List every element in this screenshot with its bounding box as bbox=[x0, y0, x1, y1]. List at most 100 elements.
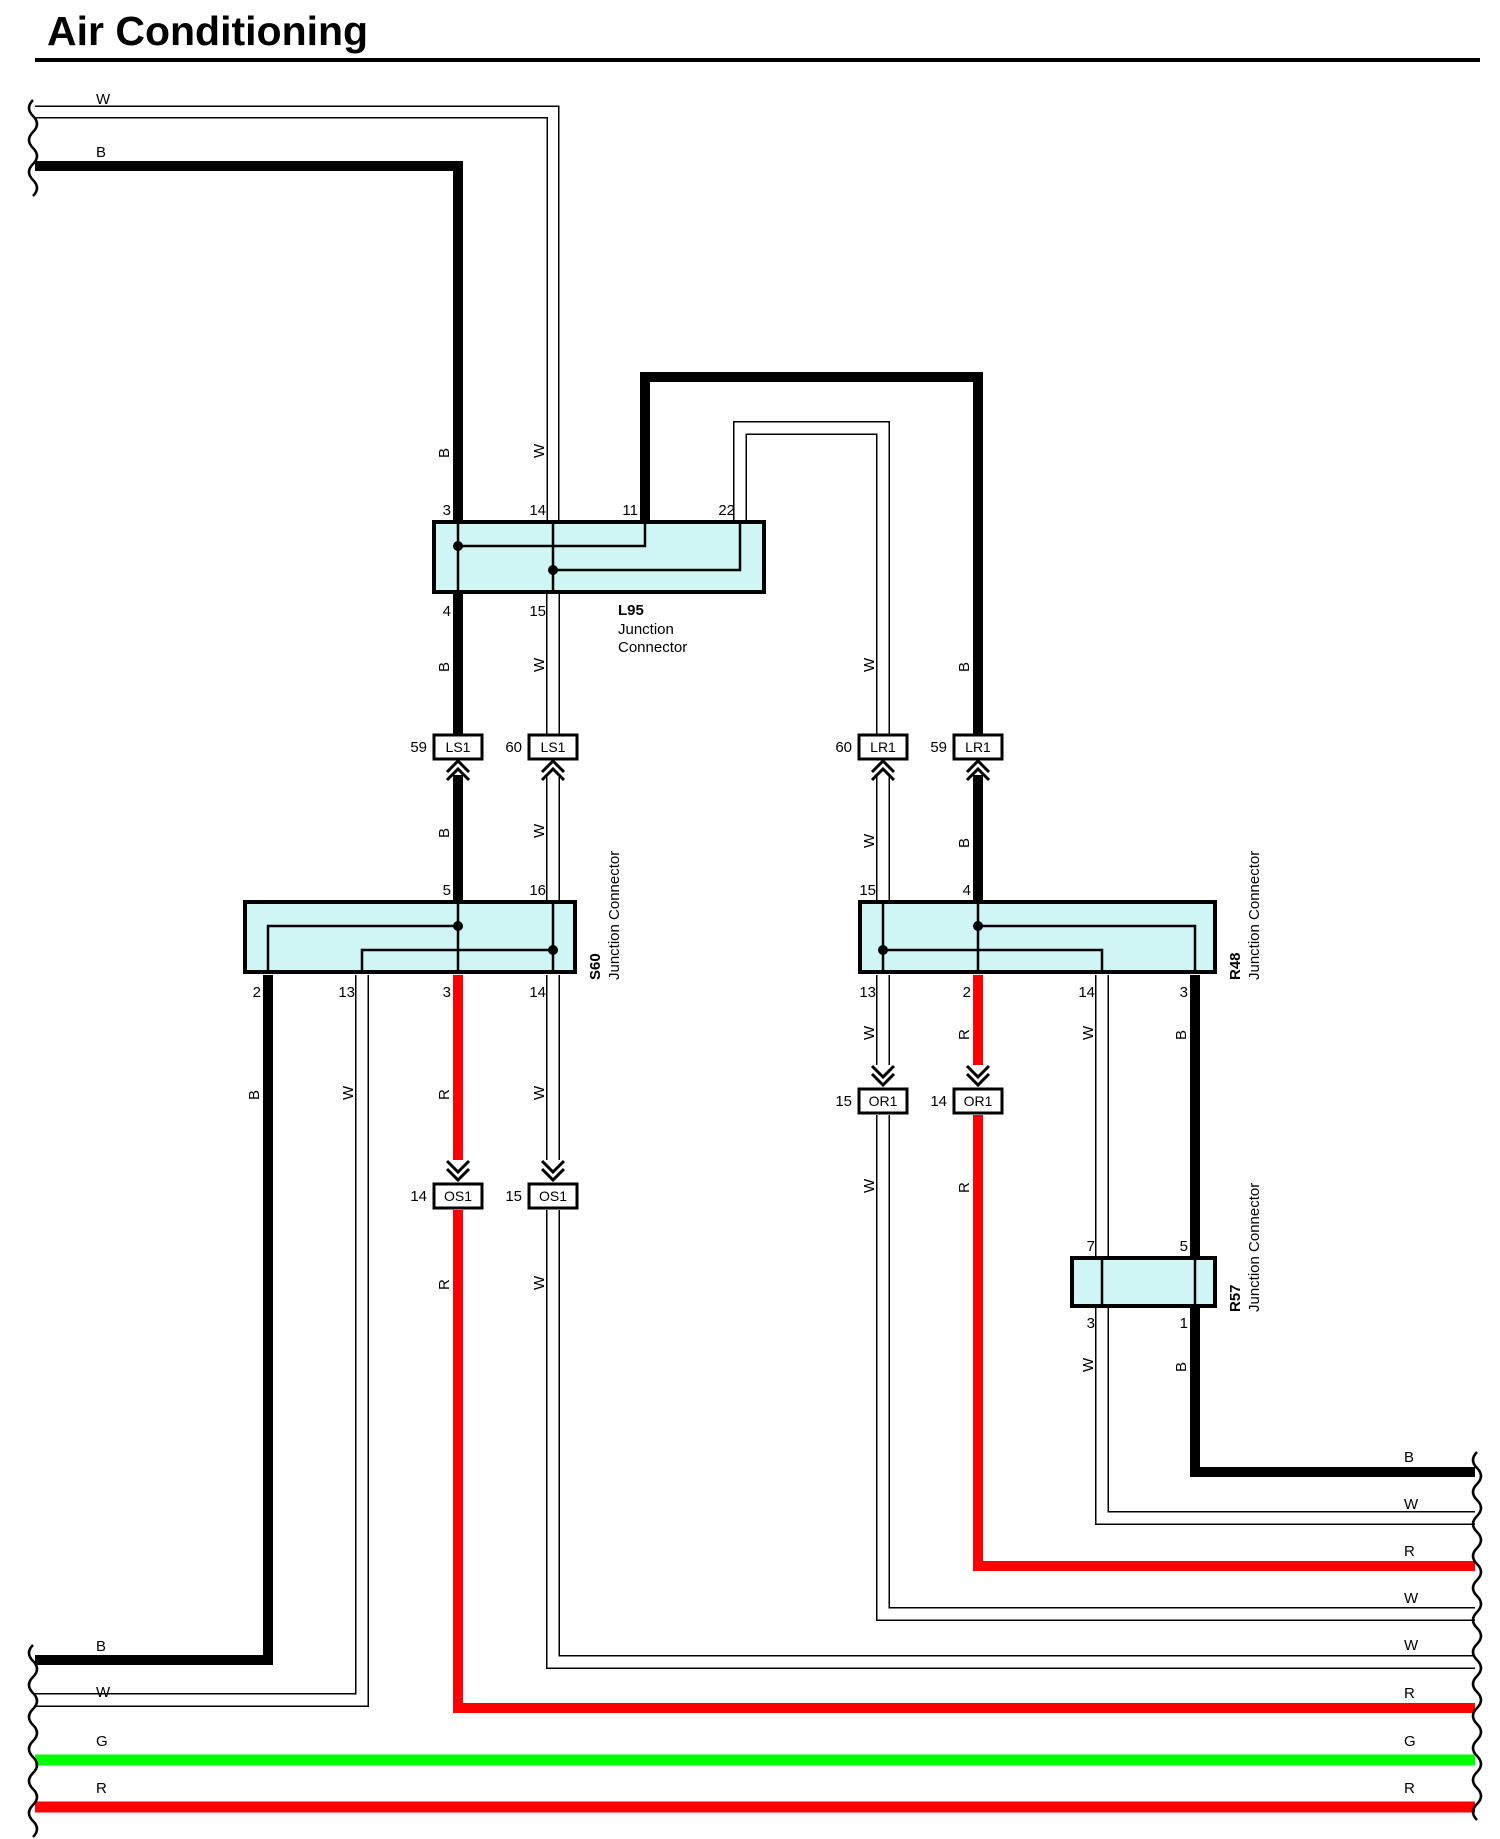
wire-color-label: W bbox=[1404, 1637, 1419, 1654]
wire-color-label: R bbox=[956, 1029, 973, 1040]
junction-connector-names: L95 Junction Connector S60 Junction Conn… bbox=[587, 602, 1263, 1312]
pin-label: 4 bbox=[443, 603, 451, 620]
wires bbox=[35, 105, 1475, 1813]
inline-connector-os1-15 bbox=[527, 1159, 579, 1210]
inline-connectors bbox=[432, 733, 1004, 1210]
wire-color-label: W bbox=[1080, 1025, 1097, 1040]
edge-wire-labels: W B B W G R B W R W W R G R bbox=[96, 91, 1419, 1797]
wire-b-l95-11 bbox=[640, 372, 983, 745]
wire-color-label: B bbox=[1404, 1449, 1414, 1466]
inline-connector-labels: LS1 59 LS1 60 LR1 60 LR1 59 OR1 15 OR1 1… bbox=[410, 739, 992, 1205]
pin-label: 60 bbox=[505, 739, 522, 756]
page-title: Air Conditioning bbox=[47, 8, 369, 54]
wire-color-label: W bbox=[1404, 1496, 1419, 1513]
wire-b-s60-2 bbox=[35, 975, 273, 1665]
pin-label: 60 bbox=[835, 739, 852, 756]
wire-color-label: W bbox=[861, 657, 878, 672]
pin-label: 1 bbox=[1180, 1315, 1188, 1332]
break-mark-left-top bbox=[27, 99, 39, 197]
inline-connector-id: LR1 bbox=[870, 739, 896, 755]
pin-label: 13 bbox=[338, 984, 355, 1001]
pin-label: 5 bbox=[1180, 1238, 1188, 1255]
pin-label: 22 bbox=[718, 502, 735, 519]
pin-label: 15 bbox=[835, 1093, 852, 1110]
wire-color-label: R bbox=[96, 1780, 107, 1797]
pin-label: 15 bbox=[505, 1188, 522, 1205]
pin-label: 14 bbox=[930, 1093, 947, 1110]
pin-label: 3 bbox=[1087, 1315, 1095, 1332]
wire-color-label: B bbox=[436, 828, 453, 838]
pin-label: 15 bbox=[529, 603, 546, 620]
junction-connector-r48 bbox=[858, 900, 1217, 974]
inline-connector-id: OS1 bbox=[539, 1188, 567, 1204]
connector-desc-r57: Junction Connector bbox=[1246, 1183, 1263, 1312]
wire-color-label: B bbox=[956, 838, 973, 848]
pin-label: 7 bbox=[1087, 1238, 1095, 1255]
wire-color-label: R bbox=[956, 1182, 973, 1193]
break-mark-right bbox=[1471, 1451, 1483, 1821]
pin-label: 5 bbox=[443, 882, 451, 899]
inline-connector-os1-14 bbox=[432, 1159, 484, 1210]
connector-name-s60: S60 bbox=[587, 953, 604, 980]
pin-label: 59 bbox=[410, 739, 427, 756]
connector-name-r48: R48 bbox=[1227, 952, 1244, 980]
wire-w-top bbox=[35, 105, 560, 520]
wire-color-label: W bbox=[861, 1178, 878, 1193]
wire-color-label: G bbox=[96, 1733, 108, 1750]
connector-name-l95: L95 bbox=[618, 602, 644, 619]
pin-label: 3 bbox=[443, 984, 451, 1001]
wire-color-label: B bbox=[1173, 1362, 1190, 1372]
wire-color-label: R bbox=[1404, 1685, 1415, 1702]
break-mark-left-bottom bbox=[27, 1644, 39, 1838]
pin-label: 2 bbox=[253, 984, 261, 1001]
junction-connector-r57 bbox=[1070, 1256, 1217, 1308]
inline-connector-ls1-60 bbox=[527, 733, 579, 782]
wire-color-label: R bbox=[436, 1279, 453, 1290]
inline-connector-ls1-59 bbox=[432, 733, 484, 782]
vertical-wire-labels: B W B W B W W B W B B W R W W R W B W R … bbox=[246, 443, 1190, 1372]
junction-pin-labels: 3 14 11 22 4 15 5 16 2 13 3 14 15 4 13 2… bbox=[253, 502, 1188, 1332]
wire-color-label: G bbox=[1404, 1733, 1416, 1750]
pin-label: 3 bbox=[1180, 984, 1188, 1001]
connector-desc-l95: Connector bbox=[618, 639, 687, 656]
pin-label: 59 bbox=[930, 739, 947, 756]
wire-w-l95-22 bbox=[733, 421, 890, 745]
wire-b-top bbox=[35, 161, 463, 520]
wire-color-label: B bbox=[96, 1638, 106, 1655]
wire-r-os1-14 bbox=[453, 1210, 1475, 1713]
pin-label: 11 bbox=[622, 502, 638, 519]
inline-connector-id: OR1 bbox=[964, 1093, 993, 1109]
pin-label: 14 bbox=[410, 1188, 427, 1205]
wire-color-label: W bbox=[861, 1025, 878, 1040]
wire-color-label: W bbox=[531, 1275, 548, 1290]
pin-label: 14 bbox=[1078, 984, 1095, 1001]
wire-color-label: W bbox=[531, 1085, 548, 1100]
wire-color-label: B bbox=[436, 448, 453, 458]
inline-connector-id: OR1 bbox=[869, 1093, 898, 1109]
inline-connector-id: LS1 bbox=[541, 739, 566, 755]
wire-color-label: B bbox=[956, 662, 973, 672]
wire-color-label: W bbox=[531, 657, 548, 672]
connector-desc-s60: Junction Connector bbox=[606, 851, 623, 980]
wire-w-or1-15 bbox=[876, 1115, 1475, 1621]
inline-connector-id: LS1 bbox=[446, 739, 471, 755]
wire-color-label: B bbox=[1173, 1030, 1190, 1040]
pin-label: 4 bbox=[963, 882, 971, 899]
inline-connector-id: LR1 bbox=[965, 739, 991, 755]
inline-connector-id: OS1 bbox=[444, 1188, 472, 1204]
wire-color-label: W bbox=[861, 833, 878, 848]
connector-desc-r48: Junction Connector bbox=[1246, 851, 1263, 980]
wire-color-label: R bbox=[436, 1089, 453, 1100]
inline-connector-lr1-59 bbox=[952, 733, 1004, 782]
wire-color-label: R bbox=[1404, 1780, 1415, 1797]
pin-label: 16 bbox=[529, 882, 546, 899]
junction-connector-s60 bbox=[243, 900, 577, 974]
junction-connector-l95 bbox=[432, 520, 766, 594]
pin-label: 15 bbox=[859, 882, 876, 899]
wire-color-label: R bbox=[1404, 1543, 1415, 1560]
wire-w-s60-13 bbox=[35, 975, 369, 1707]
title-rule bbox=[35, 58, 1480, 62]
wire-r-or1-14 bbox=[973, 1115, 1475, 1571]
inline-connector-or1-15 bbox=[857, 1064, 909, 1115]
